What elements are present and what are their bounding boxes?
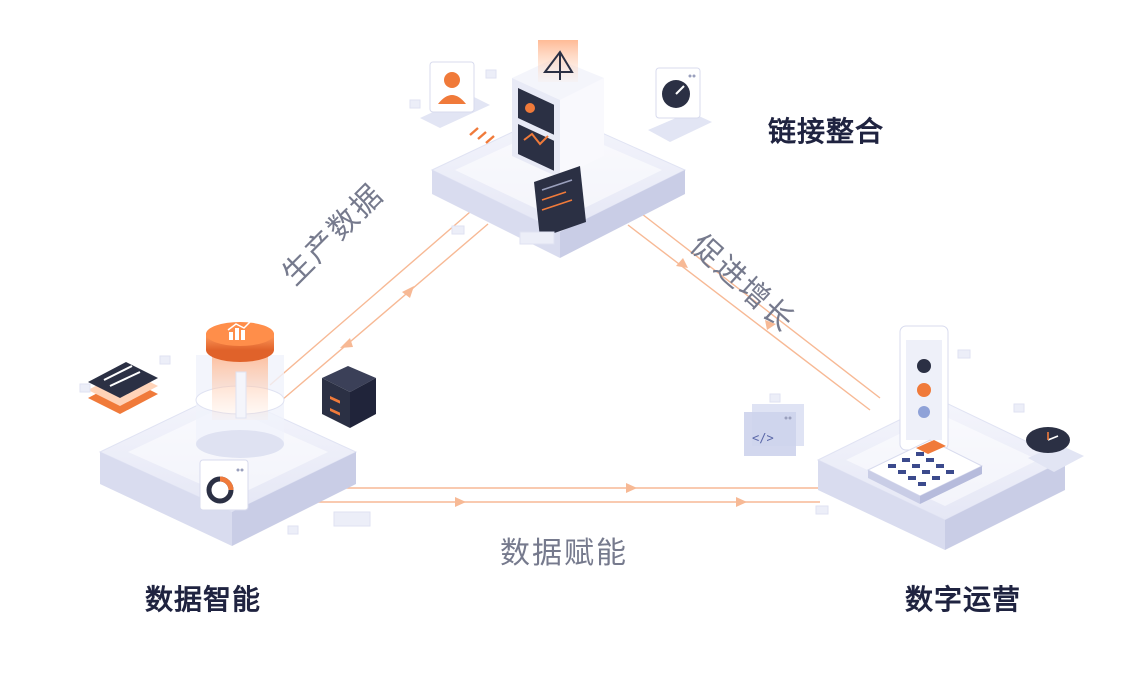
calculator-icon (866, 439, 984, 504)
server-tower-icon (512, 40, 604, 178)
arrow-bottom-1 (455, 497, 466, 507)
user-card-icon (420, 61, 490, 128)
node-label-left: 数据智能 (145, 583, 262, 616)
database-coin-icon (195, 319, 285, 458)
donut-chart-icon (199, 459, 249, 511)
mini-cubes-left (79, 355, 371, 535)
code-window-icon: </> (744, 404, 804, 456)
gauge-icon (648, 67, 712, 142)
node-label-right: 数字运营 (905, 583, 1022, 616)
edge-label-bottom: 数据赋能 (500, 536, 628, 571)
arrow-bottom-3 (736, 497, 747, 507)
clock-icon (1026, 427, 1084, 472)
stripes-accent (469, 127, 495, 144)
node-label-top: 链接整合 (768, 115, 885, 148)
server-rack-icon (322, 366, 376, 428)
arrow-left-2 (402, 286, 414, 298)
arrow-right (676, 258, 688, 268)
connector-left (269, 211, 489, 401)
terminal-card-icon (534, 166, 586, 238)
smartphone-icon (899, 325, 949, 451)
connector-right (627, 213, 881, 411)
document-chart-icon (88, 362, 158, 414)
connector-bottom (315, 487, 820, 503)
arrow-right-2 (765, 320, 776, 330)
mini-cubes-top (409, 69, 555, 245)
svg-text:</>: </> (752, 431, 774, 445)
mini-cubes-right (769, 349, 1025, 515)
arrow-left (340, 338, 353, 348)
arrow-bottom-2 (626, 483, 637, 493)
